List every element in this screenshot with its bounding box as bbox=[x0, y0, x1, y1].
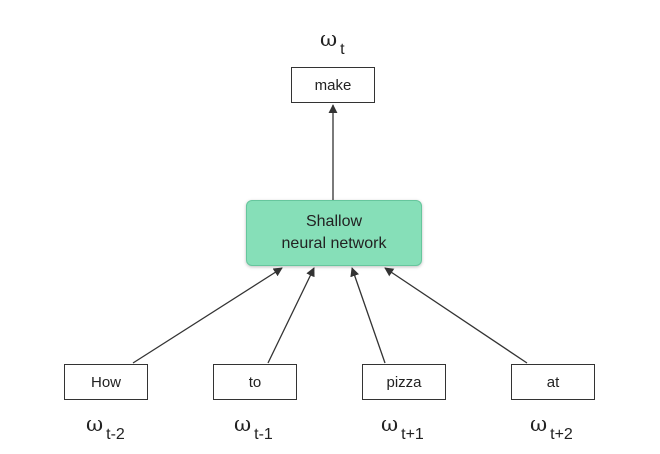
output-word-label: make bbox=[314, 76, 352, 94]
context-word-box-2: to bbox=[213, 364, 297, 400]
context-word-box-3: pizza bbox=[362, 364, 446, 400]
model-label-line1: Shallow bbox=[305, 213, 363, 230]
arrow-context-4-to-model bbox=[384, 267, 528, 364]
shallow-neural-network-box: Shallow neural network bbox=[246, 200, 422, 266]
arrow-context-3-to-model bbox=[350, 267, 386, 364]
context-word-box-1: How bbox=[64, 364, 148, 400]
context-word-box-4: at bbox=[511, 364, 595, 400]
arrow-context-2-to-model bbox=[267, 267, 315, 364]
model-label-line2: neural network bbox=[281, 235, 387, 252]
output-word-box: make bbox=[291, 67, 375, 103]
context-word-label: to bbox=[248, 373, 262, 391]
context-word-label: pizza bbox=[386, 373, 422, 391]
arrow-context-1-to-model bbox=[132, 267, 283, 364]
context-word-label: How bbox=[90, 373, 121, 391]
context-word-label: at bbox=[546, 373, 560, 391]
